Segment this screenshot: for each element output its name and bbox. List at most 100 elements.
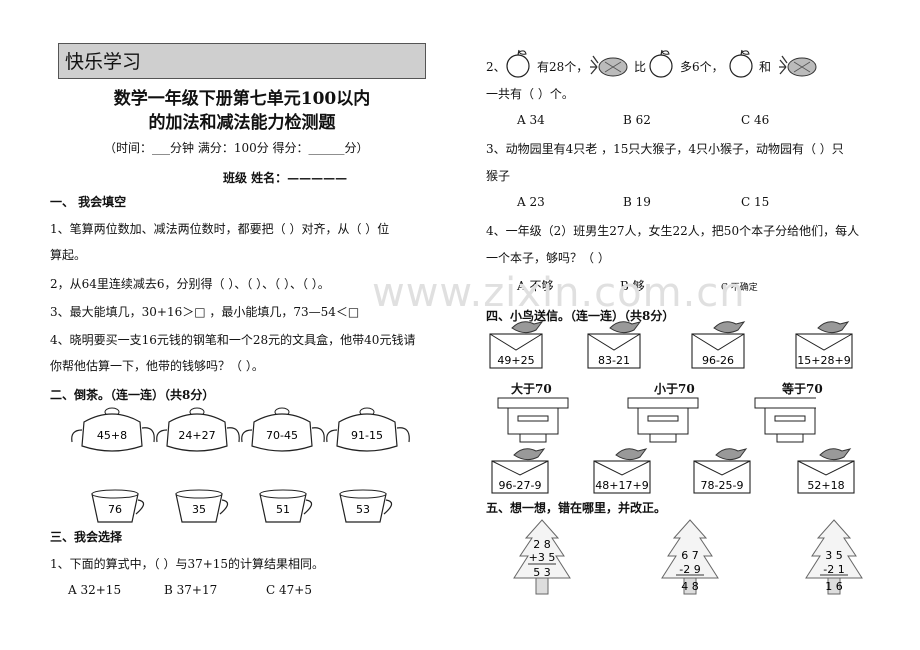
cup-2-label: 35 [192, 503, 206, 516]
sec3-q2-part2: 比 [634, 60, 647, 74]
tree-1-bot: 5 3 [533, 566, 551, 579]
cup-row: 76 35 51 53 [91, 489, 393, 523]
sec3-q3-option-c[interactable]: C 15 [741, 195, 770, 209]
tree-1: 2 8 +3 5 5 3 [513, 519, 571, 595]
pineapple-icon [590, 55, 628, 77]
bottom-letter-2-label: 48+17+9 [595, 479, 648, 492]
teapot-4[interactable]: 91-15 [326, 407, 410, 452]
tree-2-bot: 4 8 [681, 580, 699, 593]
top-letter-1[interactable]: 49+25 [489, 321, 544, 369]
cup-3[interactable]: 51 [259, 489, 313, 523]
teapot-2[interactable]: 24+27 [156, 407, 240, 452]
cup-2[interactable]: 35 [175, 489, 229, 523]
sec3-q2-part3: 多6个， [680, 60, 724, 74]
mailbox-1[interactable] [497, 397, 569, 443]
sec3-q3-option-b[interactable]: B 19 [623, 195, 651, 209]
class-name-line: 班级 姓名：————— [223, 171, 348, 185]
cup-4-label: 53 [356, 503, 370, 516]
sec3-q3-option-a[interactable]: A 23 [517, 195, 545, 209]
mailbox-3[interactable] [754, 397, 816, 443]
sec3-q1-option-a[interactable]: A 32+15 [68, 583, 122, 597]
bottom-letters-row: 96-27-9 48+17+9 78-25-9 52+18 [491, 448, 855, 494]
sec3-q4-option-c[interactable]: C 不确定 [721, 283, 758, 293]
bottom-letter-4[interactable]: 52+18 [797, 448, 855, 494]
tree-row: 2 8 +3 5 5 3 6 7 -2 9 4 8 3 5 -2 1 1 6 [513, 519, 863, 595]
watermark: www.zixin.com.cn [372, 270, 746, 316]
tree-2: 6 7 -2 9 4 8 [661, 519, 719, 595]
sec1-q4-line2: 你帮他估算一下，他带的钱够吗？（ ）。 [50, 359, 264, 373]
top-letter-1-label: 49+25 [497, 354, 534, 367]
sec1-q3: 3、最大能填几，30+16＞□ ，最小能填几，73—54＜□ [50, 305, 360, 319]
sec3-q4-option-b[interactable]: B 够 [620, 279, 645, 293]
sec3-q2-part4: 和 [759, 60, 772, 74]
sec1-q1-line1: 1、笔算两位数加、减法两位数时，都要把（ ）对齐，从（ ）位 [50, 222, 390, 236]
top-letter-2-label: 83-21 [598, 354, 630, 367]
tree-3-mid: -2 1 [823, 563, 844, 576]
top-letters-row: 49+25 83-21 96-26 15+28+9 [489, 321, 853, 369]
teapot-3[interactable]: 70-45 [241, 407, 325, 452]
teapot-row: 45+8 24+27 70-45 91-15 [71, 407, 410, 452]
cup-1[interactable]: 76 [91, 489, 145, 523]
section2-heading: 二、倒茶。（连一连）（共8分） [50, 388, 215, 402]
section4-heading: 四、小鸟送信。（连一连）（共8分） [486, 309, 675, 323]
sec1-q4-line1: 4、晓明要买一支16元钱的钢笔和一个28元的文具盒，他带40元钱请 [50, 333, 416, 347]
tree-3-bot: 1 6 [825, 580, 843, 593]
sec3-q2-part1: 有28个， [537, 60, 589, 74]
teapot-2-label: 24+27 [178, 429, 215, 442]
bottom-letter-4-label: 52+18 [807, 479, 844, 492]
top-letter-4-label: 15+28+9 [797, 354, 850, 367]
sec3-q1-option-b[interactable]: B 37+17 [164, 583, 218, 597]
pineapple-icon [779, 55, 817, 77]
teapot-1[interactable]: 45+8 [71, 407, 155, 452]
apple-icon [649, 49, 673, 78]
sec3-q4-option-a[interactable]: A 不够 [517, 279, 554, 293]
sec3-q4-line2: 一个本子，够吗？（ ） [486, 251, 610, 265]
sec1-q1-line2: 算起。 [50, 248, 87, 262]
page-title-line2: 的加法和减法能力检测题 [148, 113, 336, 133]
sec3-q1-option-c[interactable]: C 47+5 [266, 583, 312, 597]
cup-1-label: 76 [108, 503, 122, 516]
sec3-q2-option-a[interactable]: A 34 [517, 113, 545, 127]
top-letter-2[interactable]: 83-21 [587, 321, 642, 369]
bottom-letter-3[interactable]: 78-25-9 [693, 448, 751, 494]
tree-2-mid: -2 9 [679, 563, 700, 576]
cup-4[interactable]: 53 [339, 489, 393, 523]
mailbox-1-label: 大于70 [511, 382, 552, 396]
tree-1-mid: +3 5 [529, 551, 556, 564]
sec1-q2: 2，从64里连续减去6，分别得（ ）、（ ）、（ ）、（ ）。 [50, 277, 330, 291]
bottom-letter-2[interactable]: 48+17+9 [593, 448, 651, 494]
bottom-letter-1[interactable]: 96-27-9 [491, 448, 549, 494]
sec3-q2-option-b[interactable]: B 62 [623, 113, 651, 127]
sec3-q2-option-c[interactable]: C 46 [741, 113, 770, 127]
top-letter-4[interactable]: 15+28+9 [795, 321, 853, 369]
mailbox-3-label: 等于70 [782, 382, 823, 396]
sec3-q3-line2: 猴子 [486, 169, 511, 183]
top-letter-3-label: 96-26 [702, 354, 734, 367]
tree-3-top: 3 5 [825, 549, 843, 562]
apple-icon [506, 49, 530, 78]
section3-heading: 三、我会选择 [50, 530, 123, 544]
section5-heading: 五、想一想，错在哪里，并改正。 [486, 501, 667, 515]
sec3-q4-line1: 4、一年级（2）班男生27人，女生22人，把50个本子分给他们，每人 [486, 224, 860, 238]
exam-info: （时间：___分钟 满分：100分 得分：______分） [104, 141, 369, 155]
teapot-1-label: 45+8 [97, 429, 127, 442]
sec3-q2-prefix: 2、 [486, 60, 506, 74]
teapot-4-label: 91-15 [351, 429, 383, 442]
tree-3: 3 5 -2 1 1 6 [805, 519, 863, 595]
teapot-3-label: 70-45 [266, 429, 298, 442]
tree-2-top: 6 7 [681, 549, 699, 562]
bottom-letter-3-label: 78-25-9 [701, 479, 744, 492]
cup-3-label: 51 [276, 503, 290, 516]
tree-1-top: 2 8 [533, 538, 551, 551]
section1-heading: 一、 我会填空 [50, 195, 127, 209]
sec3-q2-line2: 一共有（ ）个。 [486, 87, 574, 101]
top-letter-3[interactable]: 96-26 [691, 321, 746, 369]
mailbox-2[interactable] [627, 397, 699, 443]
mailbox-row [497, 397, 816, 443]
sec3-q1: 1、下面的算式中，（ ）与37+15的计算结果相同。 [50, 557, 325, 571]
header-box: 快乐学习 [58, 43, 426, 79]
bottom-letter-1-label: 96-27-9 [499, 479, 542, 492]
sec3-q3-line1: 3、动物园里有4只老 ，15只大猴子，4只小猴子，动物园有（ ）只 [486, 142, 844, 156]
apple-icon [729, 49, 753, 78]
mailbox-2-label: 小于70 [654, 382, 695, 396]
